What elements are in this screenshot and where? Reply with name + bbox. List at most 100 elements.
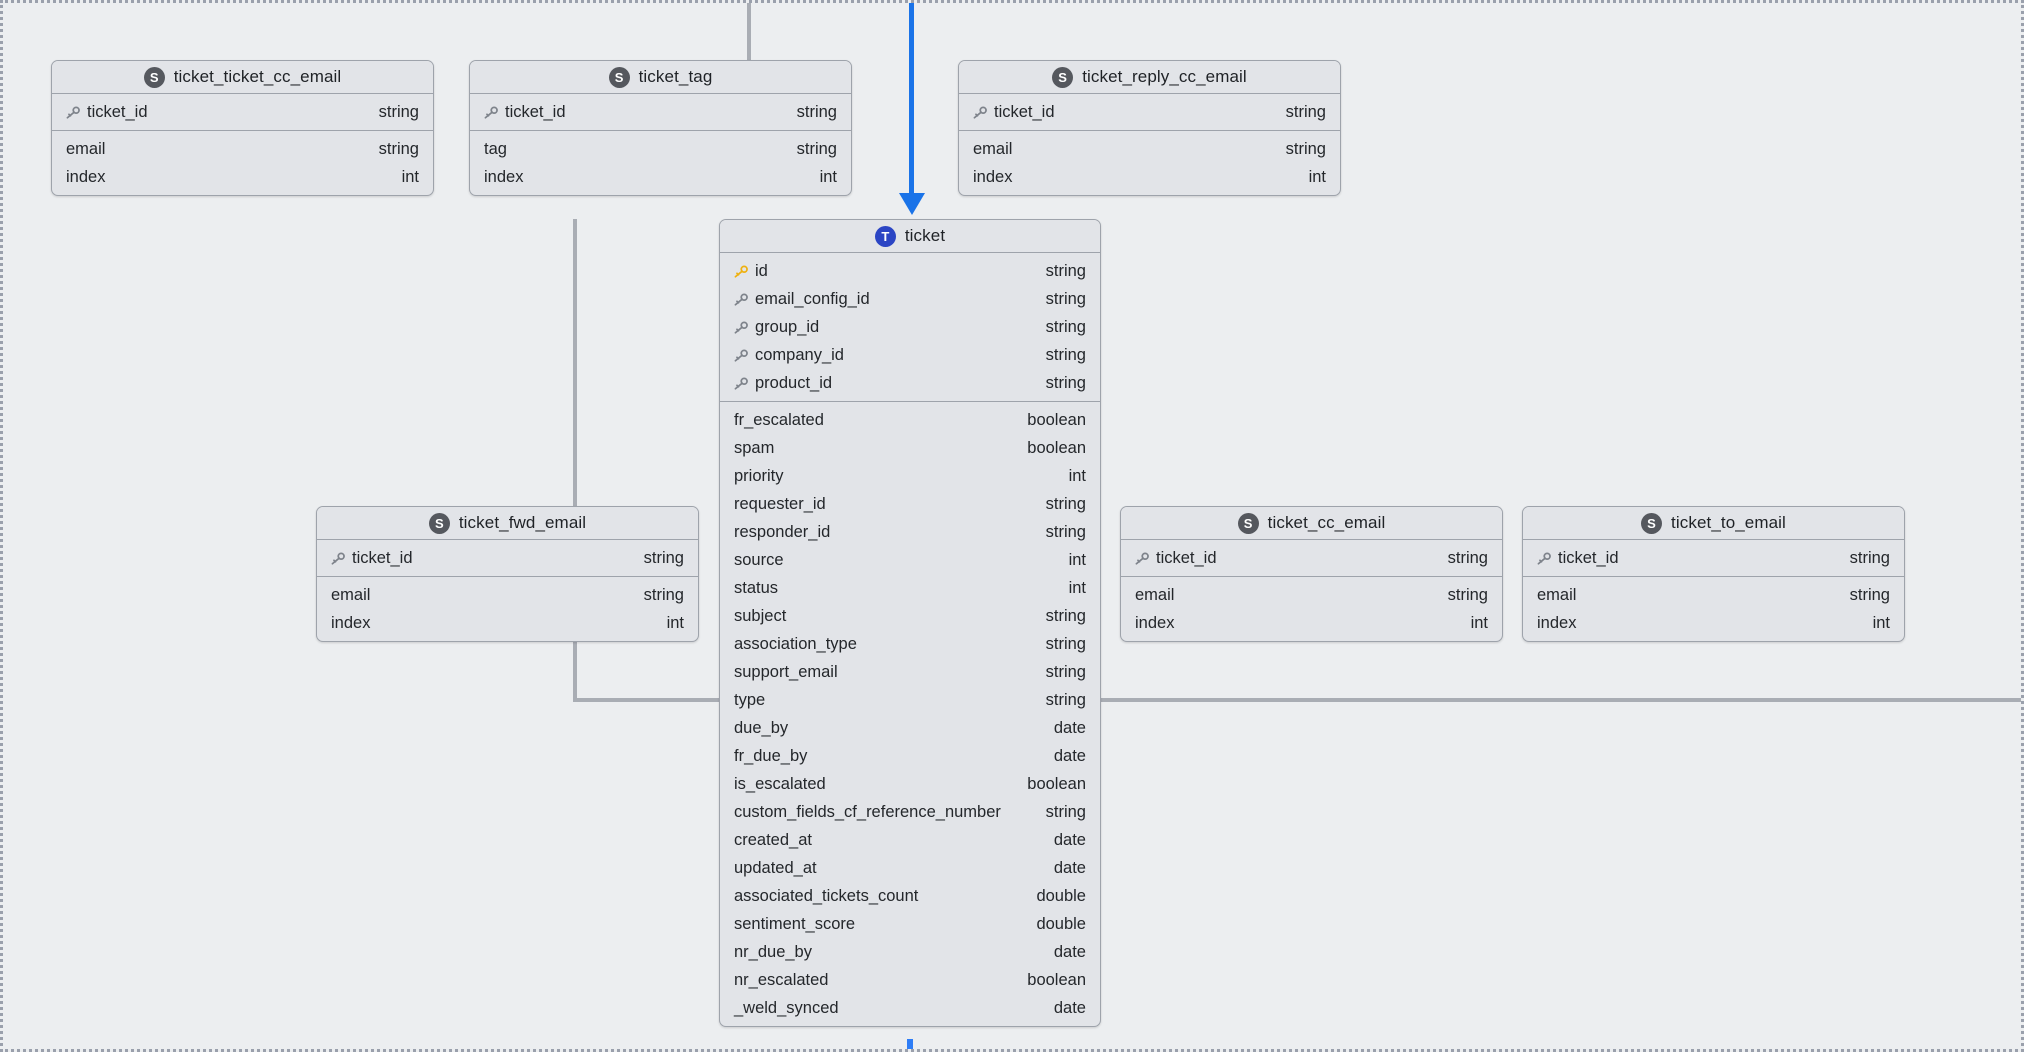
field-name-cell: email — [331, 586, 370, 605]
field-type: string — [1045, 345, 1086, 364]
field-name: product_id — [755, 373, 833, 392]
connector-line — [747, 3, 751, 60]
field-name-cell: subject — [734, 607, 786, 626]
field-row[interactable]: priority int — [720, 462, 1100, 490]
field-row[interactable]: email string — [317, 581, 698, 609]
field-name-cell: index — [1537, 614, 1576, 633]
field-type: int — [1068, 466, 1086, 485]
stream-type-badge-icon: S — [428, 512, 450, 534]
table-type-badge-icon: T — [874, 225, 896, 247]
field-name-cell: nr_escalated — [734, 971, 828, 990]
field-name-cell: email — [66, 140, 105, 159]
field-name: ticket_id — [87, 102, 148, 121]
field-type: string — [1045, 317, 1086, 336]
field-name: nr_due_by — [734, 942, 812, 961]
field-type: string — [1045, 373, 1086, 392]
field-type: double — [1036, 886, 1086, 905]
field-name-cell: support_email — [734, 663, 838, 682]
field-name-cell: email_config_id — [734, 290, 870, 309]
field-name: due_by — [734, 718, 789, 737]
foreign-key-icon — [973, 105, 987, 119]
field-type: int — [666, 613, 684, 632]
field-row[interactable]: is_escalated boolean — [720, 770, 1100, 798]
field-name-cell: type — [734, 691, 765, 710]
field-name: custom_fields_cf_reference_number — [734, 802, 1001, 821]
field-row[interactable]: associated_tickets_count double — [720, 882, 1100, 910]
field-row[interactable]: product_id string — [720, 369, 1100, 397]
field-type: string — [1045, 494, 1086, 513]
field-name: ticket_id — [1558, 548, 1619, 567]
table-name: ticket_tag — [638, 67, 713, 86]
foreign-key-icon — [734, 376, 748, 390]
field-name-cell: is_escalated — [734, 775, 826, 794]
foreign-key-icon — [1135, 551, 1149, 565]
field-name-cell: associated_tickets_count — [734, 887, 918, 906]
field-name: index — [1135, 613, 1175, 632]
field-type: string — [643, 585, 684, 604]
field-name: email — [331, 585, 371, 604]
field-name: fr_due_by — [734, 746, 808, 765]
field-name: priority — [734, 466, 784, 485]
field-type: boolean — [1027, 410, 1086, 429]
field-type: string — [1285, 139, 1326, 158]
field-type: boolean — [1027, 774, 1086, 793]
